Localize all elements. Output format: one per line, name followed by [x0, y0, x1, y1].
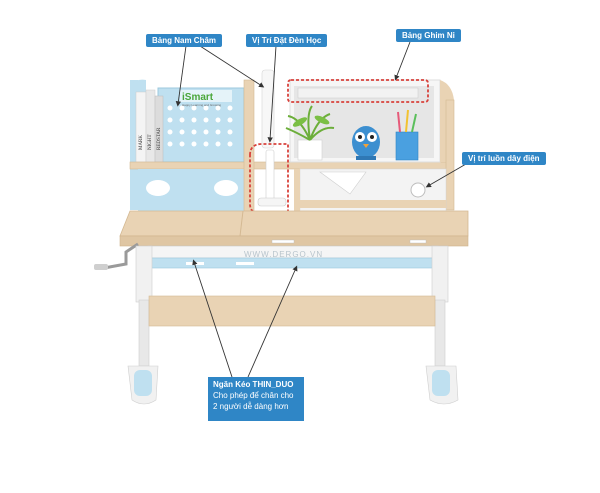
callout-pin-board: Bảng Ghim Nỉ: [396, 29, 461, 42]
desk-lamp-icon: [257, 69, 287, 207]
callout-lamp-position: Vị Trí Đặt Đèn Học: [246, 34, 328, 47]
desk-legs: [127, 245, 459, 405]
watermark: WWW.DERGO.VN: [244, 250, 324, 259]
pencil-cup-icon: [395, 109, 419, 161]
book-spine-3: REDSTAR: [157, 127, 162, 150]
desk-top: [119, 210, 469, 247]
hutch: iSmart Happy Learning and Growing MARK N…: [129, 79, 455, 212]
height-crank: [94, 242, 139, 270]
potted-plant-icon: [285, 105, 335, 161]
callout-cable-hole: Vị trí luồn dây điện: [462, 152, 546, 165]
book-spine-2: NIGHT: [148, 134, 153, 150]
callout-magnet-board: Bảng Nam Châm: [146, 34, 223, 47]
callout-drawer: Ngăn Kéo THIN_DUO Cho phép để chân cho 2…: [208, 377, 304, 421]
drawer-note-line1: Cho phép để chân cho: [213, 391, 294, 400]
book-spine-1: MARK: [139, 135, 144, 150]
drawer-note-line2: 2 người dễ dàng hơn: [213, 402, 289, 411]
brand-tagline: Happy Learning and Growing: [182, 103, 221, 107]
cable-hole: [410, 182, 426, 198]
books: MARK NIGHT REDSTAR: [135, 89, 164, 163]
drawer-note-title: Ngăn Kéo THIN_DUO: [213, 380, 294, 389]
brand-logo: iSmart: [182, 92, 214, 103]
owl-clock-icon: [352, 126, 380, 160]
